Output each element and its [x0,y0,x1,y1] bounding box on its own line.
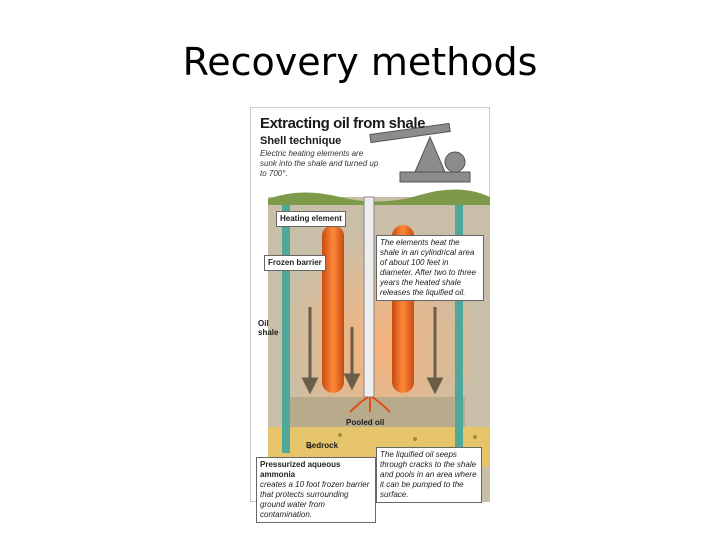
label-oil-shale: Oil shale [258,319,284,337]
heating-rod-left [322,225,344,393]
figure-header: Extracting oil from shale [260,115,425,132]
callout-elements: The elements heat the shale in an cylind… [376,235,484,301]
callout-seeps: The liquified oil seeps through cracks t… [376,447,482,503]
slide-title: Recovery methods [0,40,720,84]
callout-ammonia: Pressurized aqueous ammonia creates a 10… [256,457,376,523]
label-heating-element: Heating element [276,211,346,227]
label-frozen-barrier: Frozen barrier [264,255,326,271]
callout-ammonia-title: Pressurized aqueous ammonia [260,460,372,480]
figure-subheader: Shell technique [260,135,341,147]
label-bedrock: Bedrock [306,441,338,450]
label-pooled-oil: Pooled oil [346,418,384,427]
callout-ammonia-text: creates a 10 foot frozen barrier that pr… [260,480,372,520]
figure-intro: Electric heating elements are sunk into … [260,149,380,179]
oil-shale-diagram: Extracting oil from shale Shell techniqu… [250,107,490,502]
production-well [364,197,374,397]
